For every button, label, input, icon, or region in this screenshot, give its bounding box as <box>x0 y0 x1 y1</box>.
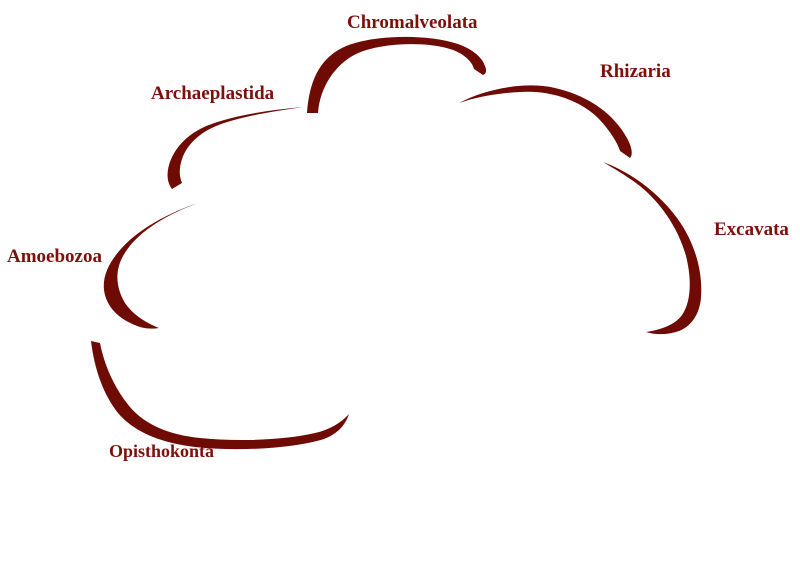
archaeplastida-label: Archaeplastida <box>151 83 275 104</box>
amoebozoa-label: Amoebozoa <box>7 246 102 267</box>
amoebozoa-arc <box>103 203 198 329</box>
excavata-label: Excavata <box>714 219 789 240</box>
chromalveolata-label: Chromalveolata <box>347 12 478 33</box>
rhizaria-label: Rhizaria <box>600 61 671 82</box>
opisthokonta-label: Opisthokonta <box>109 441 215 461</box>
rhizaria-arc <box>459 85 632 158</box>
archaeplastida-arc <box>167 107 303 189</box>
chromalveolata-arc <box>307 36 487 113</box>
excavata-arc <box>603 162 702 335</box>
opisthokonta-arc <box>91 341 349 450</box>
